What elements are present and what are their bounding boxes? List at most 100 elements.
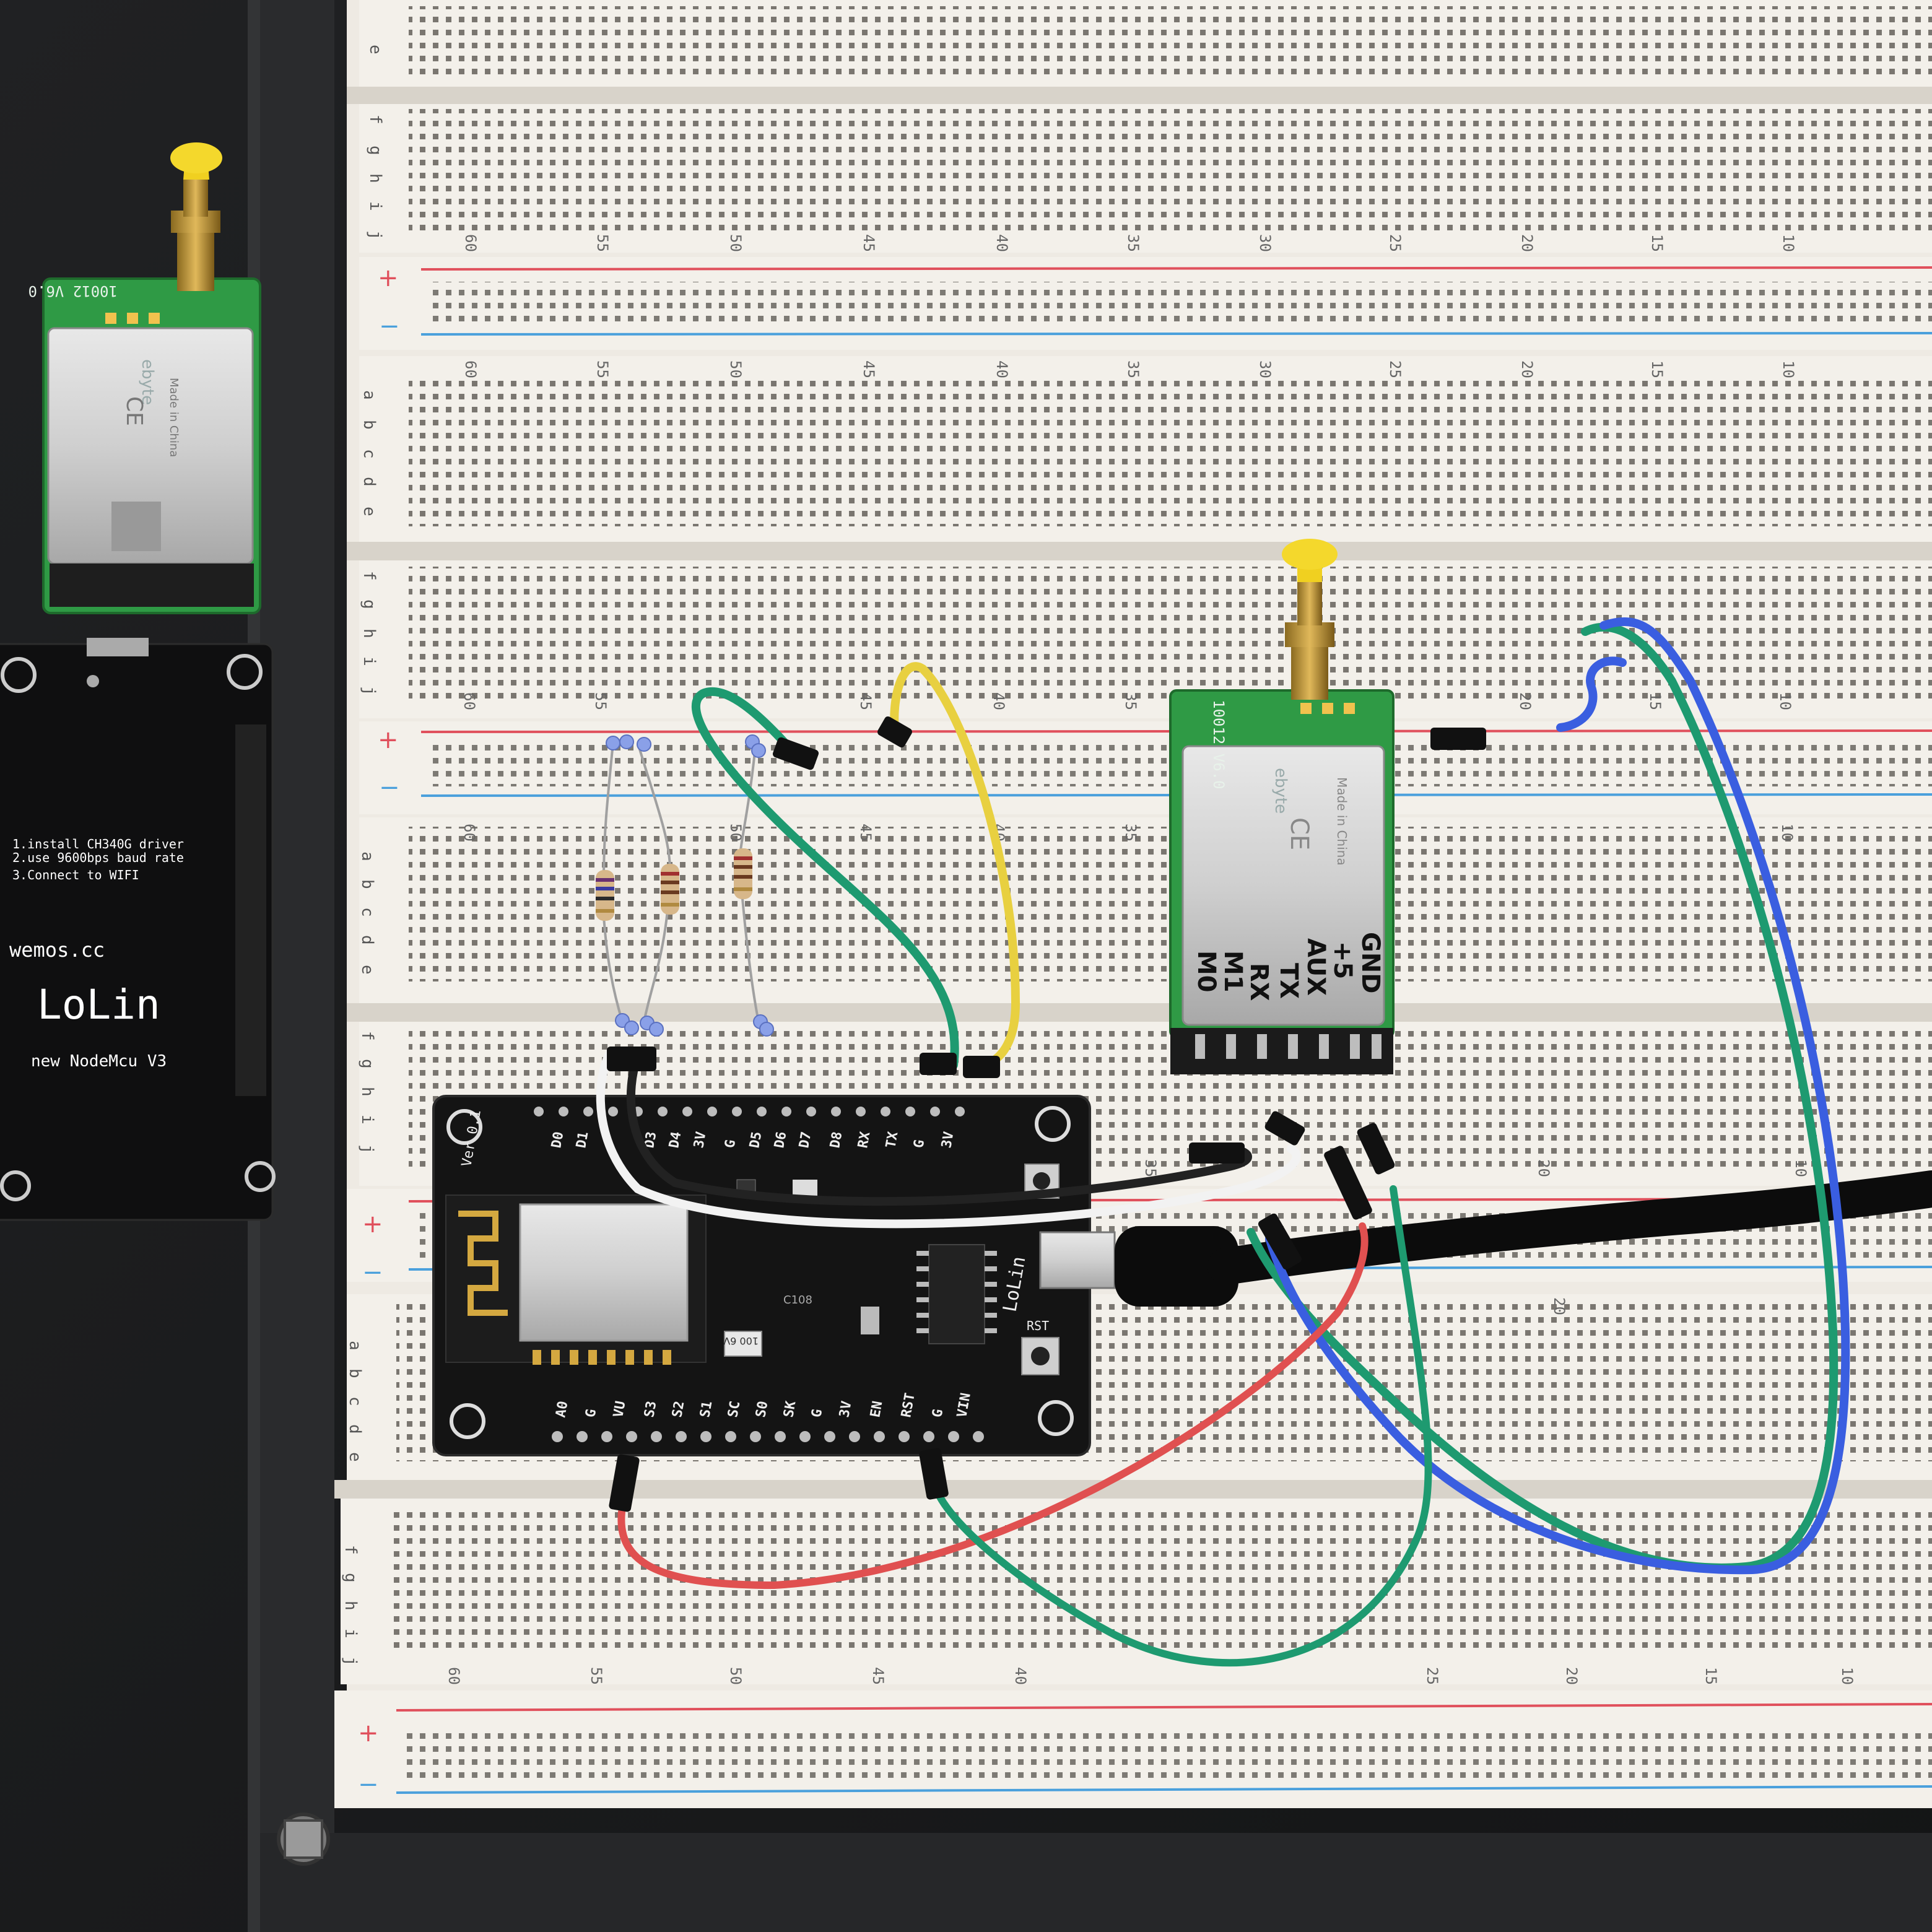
row-letter: i xyxy=(358,1115,376,1125)
column-number: 20 xyxy=(1518,360,1536,378)
column-number: 10 xyxy=(1792,1159,1809,1177)
column-number: 35 xyxy=(1122,824,1139,842)
ebyte-brand: ebyte xyxy=(138,359,157,405)
pin-label: S1 xyxy=(697,1400,715,1419)
breadboard xyxy=(334,0,1932,1808)
pin-label: S3 xyxy=(642,1400,659,1419)
row-letter: d xyxy=(358,935,376,945)
row-letter: d xyxy=(360,477,378,487)
row-letter: a xyxy=(358,851,376,861)
pin-label: 3V xyxy=(837,1400,855,1419)
column-number: 35 xyxy=(1125,360,1142,378)
column-number: 55 xyxy=(592,692,609,710)
column-number: 15 xyxy=(1648,360,1666,378)
top-pin-labels: D0 D1 D3 D4 3V G D5 D6 D7 D8 RX TX G 3V xyxy=(549,1131,957,1149)
pin-label: S0 xyxy=(753,1400,771,1419)
row-letter: f xyxy=(358,1031,376,1041)
lolin-brand: LoLin xyxy=(37,981,160,1029)
pin-label: D0 xyxy=(549,1131,567,1149)
pin-label: EN xyxy=(868,1400,886,1419)
row-letter: e xyxy=(360,507,378,516)
column-number: 20 xyxy=(1535,1159,1552,1177)
made-in-label: Made in China xyxy=(167,378,180,457)
lolin-board-back: 1.install CH340G driver 2.use 9600bps ba… xyxy=(0,638,276,1221)
column-number: 50 xyxy=(727,234,744,252)
pin-label: TX xyxy=(883,1131,901,1149)
column-number: 40 xyxy=(990,692,1007,710)
column-number: 45 xyxy=(869,1667,887,1685)
sma-antenna xyxy=(1282,539,1338,700)
pin-label: G xyxy=(929,1408,946,1419)
column-number: 35 xyxy=(1122,692,1139,710)
row-letter: a xyxy=(346,1341,364,1351)
column-number: 60 xyxy=(462,234,479,252)
row-letter: j xyxy=(360,686,378,696)
column-number: 55 xyxy=(594,360,611,378)
rail-minus: − xyxy=(379,312,400,341)
row-letter: b xyxy=(360,420,378,430)
lolin-subtitle: new NodeMcu V3 xyxy=(31,1052,167,1071)
column-number: 45 xyxy=(860,360,877,378)
column-number: 15 xyxy=(1648,234,1666,252)
column-number: 20 xyxy=(1551,1297,1568,1315)
lora-version-label: 10012 V6.0 xyxy=(28,282,118,300)
pin-label: 3V xyxy=(939,1131,957,1149)
pin-label: 3V xyxy=(691,1131,709,1149)
made-in-label: Made in China xyxy=(1334,777,1349,866)
column-number: 10 xyxy=(1777,692,1794,710)
pin-label: D5 xyxy=(747,1131,765,1149)
row-letter: j xyxy=(341,1656,360,1666)
column-number: 40 xyxy=(993,234,1011,252)
row-letter: d xyxy=(346,1424,364,1434)
capacitor-label: 100 6V xyxy=(723,1335,759,1347)
column-number: 30 xyxy=(1256,360,1274,378)
lora-module: 10012 V6.0 ebyte CE Made in China M0 M1 … xyxy=(1169,539,1395,1074)
row-letter: c xyxy=(358,907,376,917)
column-number: 20 xyxy=(1516,692,1534,710)
pin-label: D6 xyxy=(772,1131,790,1149)
row-letter: e xyxy=(358,965,376,975)
pin-label: D8 xyxy=(827,1131,845,1149)
row-letter: j xyxy=(366,230,385,240)
column-number: 10 xyxy=(1778,824,1796,842)
column-number: 55 xyxy=(594,234,611,252)
rail-plus: + xyxy=(378,264,399,292)
rail-minus: − xyxy=(358,1770,379,1799)
handwritten-pin: M0 xyxy=(1192,951,1221,993)
sma-antenna xyxy=(170,142,222,291)
bottom-pin-header xyxy=(552,1431,984,1442)
top-pin-header xyxy=(534,1107,965,1116)
column-number: 60 xyxy=(462,360,479,378)
wire-connectors xyxy=(607,716,1486,1512)
row-letter: b xyxy=(358,879,376,889)
lolin-site: wemos.cc xyxy=(9,938,105,962)
column-number: 35 xyxy=(1125,234,1142,252)
column-number: 25 xyxy=(1386,234,1404,252)
handwritten-pin: AUX xyxy=(1302,938,1330,996)
handwritten-pin: RX xyxy=(1245,963,1273,1001)
row-letter: j xyxy=(358,1144,376,1154)
column-number: 35 xyxy=(1142,1159,1159,1177)
pin-label: G xyxy=(911,1139,928,1149)
capacitor-label: C108 xyxy=(783,1294,812,1307)
column-number: 10 xyxy=(1780,360,1797,378)
column-number: 15 xyxy=(1702,1667,1720,1685)
column-number: 50 xyxy=(727,360,744,378)
rail-plus: + xyxy=(362,1210,383,1238)
pin-label: D4 xyxy=(666,1131,684,1149)
column-number: 60 xyxy=(461,824,478,842)
row-letters: e f g h i j a b c d e f g h i j a b c d … xyxy=(341,45,385,1666)
lora-version-label: 10012 V6.0 xyxy=(1210,700,1227,790)
column-numbers: 60 55 50 45 40 35 30 25 20 15 10 60 55 5… xyxy=(445,234,1856,1685)
rail-symbols: + − + − + − + − xyxy=(358,264,400,1799)
column-number: 30 xyxy=(1256,234,1274,252)
column-number: 25 xyxy=(1424,1667,1441,1685)
column-number: 20 xyxy=(1563,1667,1580,1685)
rail-minus: − xyxy=(362,1258,383,1287)
row-letter: i xyxy=(366,201,385,211)
column-number: 55 xyxy=(588,1667,605,1685)
handwritten-pin-labels: M0 M1 RX TX AUX +5 GND xyxy=(1192,932,1385,1001)
rst-button-label: RST xyxy=(1027,1318,1049,1333)
column-number: 15 xyxy=(1647,692,1664,710)
